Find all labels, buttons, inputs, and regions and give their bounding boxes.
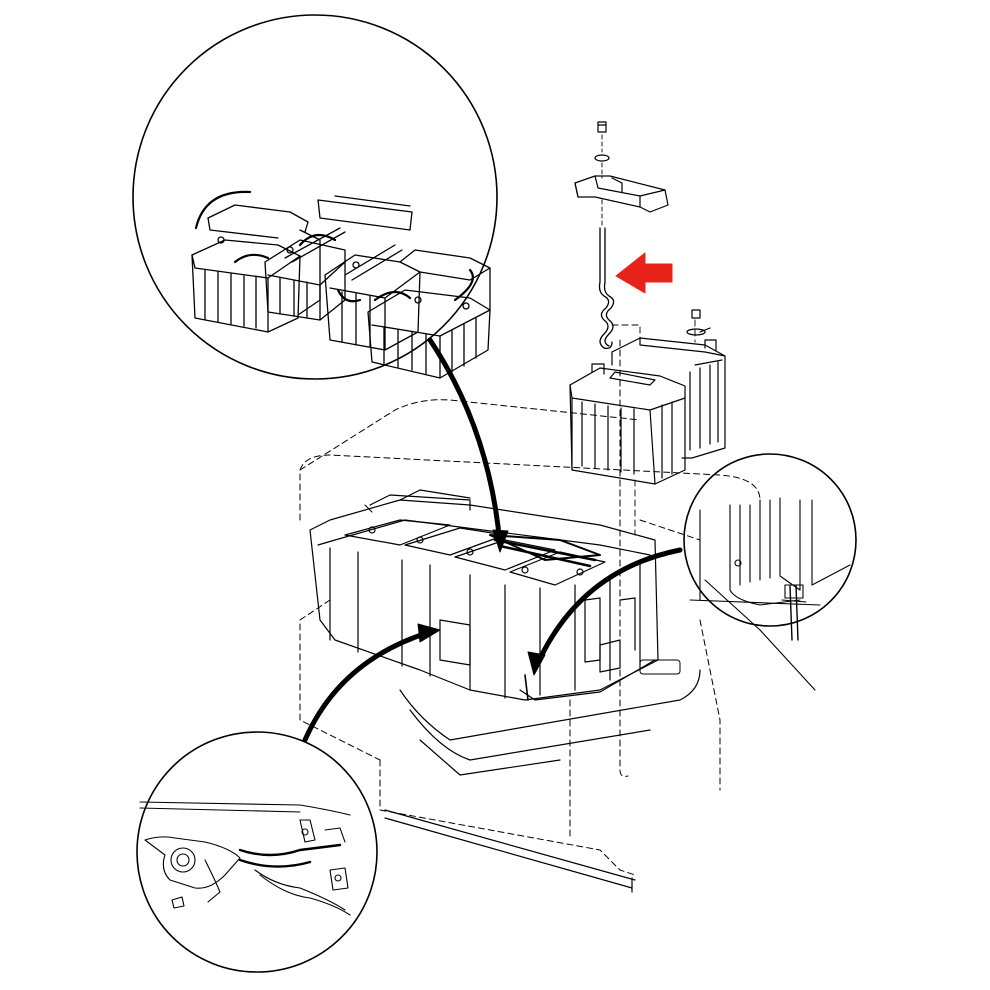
washer xyxy=(594,154,610,162)
callout-leader-charger-receptacle xyxy=(302,629,433,743)
hold-down-bracket xyxy=(574,175,669,213)
assembly-guide-lines xyxy=(611,319,696,536)
battery-pair xyxy=(569,337,726,485)
frame-rail xyxy=(384,669,701,893)
terminal-nut xyxy=(686,309,711,336)
hold-down-nut xyxy=(597,121,607,133)
charger-receptacle-detail xyxy=(136,731,378,973)
callout-leader-battery-pack xyxy=(427,337,503,548)
battery-pack-detail xyxy=(132,14,498,380)
j-hook-rod xyxy=(598,227,615,350)
callout-leader-hold-down-rod xyxy=(534,547,683,668)
vehicle-body-outline xyxy=(299,339,761,876)
hold-down-rod-detail xyxy=(683,453,857,691)
red-pointer-arrow xyxy=(615,252,673,294)
